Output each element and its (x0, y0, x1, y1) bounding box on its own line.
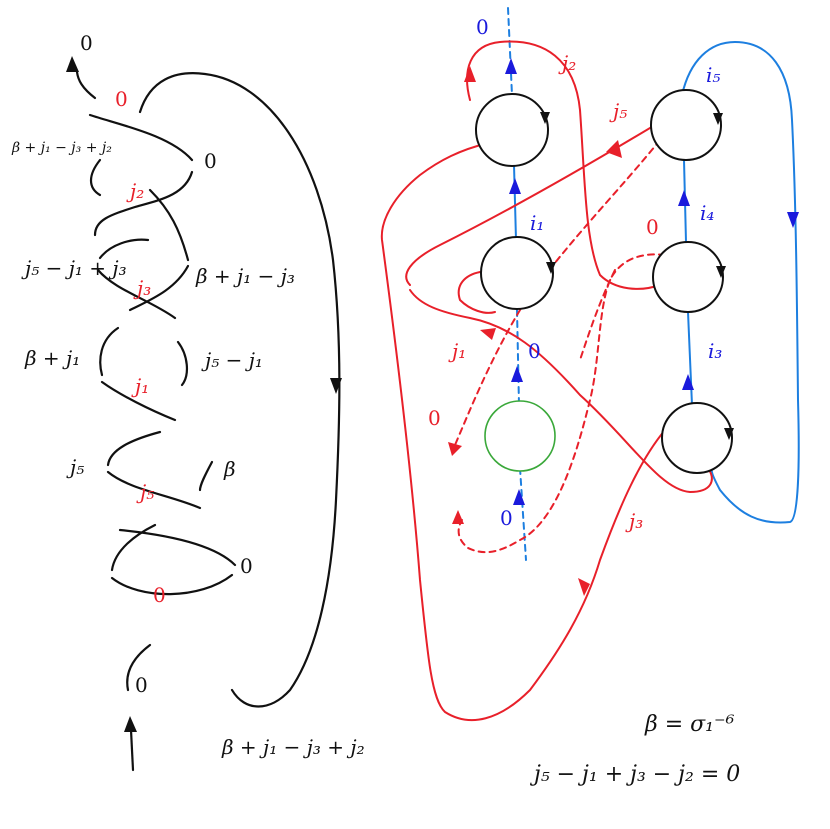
constraint-equation: j₅ − j₁ + j₃ − j₂ = 0 (529, 762, 740, 787)
left-red-bottom-zero: 0 (153, 583, 166, 607)
left-red-j5: j₅ (136, 480, 154, 504)
left-zigzag-1 (88, 113, 194, 162)
right-red-zero-left: 0 (428, 406, 441, 430)
red-zero-dashed (457, 253, 666, 554)
circle-bottom-right (661, 402, 734, 474)
right-circles (475, 89, 734, 474)
blue-arrow-mid (511, 366, 523, 382)
left-red-top-zero: 0 (115, 87, 128, 111)
left-right-label-4: β (223, 457, 236, 481)
red-arrow-j2 (464, 66, 476, 82)
circle-mid-right (652, 241, 726, 313)
circle-mid-left (480, 236, 556, 310)
left-red-j3: j₃ (133, 276, 151, 300)
left-zigzag-3 (89, 158, 102, 197)
red-arrow-j5 (606, 140, 622, 158)
left-bottom-strand (126, 643, 152, 692)
left-zigzag-11 (106, 430, 162, 467)
left-right-label-2: β + j₁ − j₃ (195, 264, 295, 288)
red-left-outer (380, 142, 666, 722)
right-red-j2: j₂ (558, 51, 576, 75)
left-outer-arc (138, 72, 341, 708)
left-zigzag-2 (93, 170, 194, 237)
left-label-2: j₅ − j₁ + j₃ (21, 256, 127, 280)
blue-arrow-i4 (678, 190, 690, 206)
red-zero-dashed-2 (579, 269, 616, 361)
blue-arrow-bottom (513, 489, 525, 505)
left-right-zero-1: 0 (204, 149, 217, 173)
left-bottom-zero: 0 (135, 673, 148, 697)
left-outer-arc-arrow (330, 378, 342, 394)
blue-arrow-outer (787, 212, 799, 228)
right-blue-i3: i₃ (708, 339, 722, 363)
left-labels: 0 0 β + j₁ − j₃ + j₂ 0 j₂ j₅ − j₁ + j₃ j… (11, 31, 365, 759)
right-red-zero-mid: 0 (646, 215, 659, 239)
left-zigzag-10 (100, 380, 177, 422)
blue-outer-loop (681, 40, 800, 524)
right-red-j3: j₃ (625, 509, 643, 533)
blue-arrow-i1 (509, 178, 521, 194)
left-zigzag-6 (128, 264, 190, 312)
left-red-j1: j₁ (131, 374, 149, 398)
red-j5-strand (405, 124, 656, 286)
left-zigzag-5 (98, 238, 150, 260)
right-blue-i1: i₁ (530, 211, 544, 235)
left-zigzag-15 (110, 573, 234, 596)
left-zigzag-8 (99, 326, 120, 377)
left-bottom-input (129, 728, 135, 772)
left-zigzag-16 (118, 528, 237, 567)
blue-mid-dashed (516, 309, 520, 406)
left-label-1: β + j₁ − j₃ + j₂ (11, 140, 112, 156)
blue-top-dashed (507, 7, 513, 96)
red-j2-loop (466, 40, 661, 290)
left-zigzag-14 (110, 523, 157, 572)
left-top-strand (75, 70, 97, 100)
red-inner-loop (457, 271, 496, 314)
left-right-label-3: j₅ − j₁ (201, 348, 263, 372)
blue-bottom-dashed (519, 467, 527, 561)
right-labels: 0 j₂ i₅ j₅ i₁ i₄ 0 j₁ 0 i₃ 0 0 j₃ (428, 15, 722, 533)
left-zigzag-9 (176, 340, 188, 387)
equations: β = σ₁⁻⁶ j₅ − j₁ + j₃ − j₂ = 0 (529, 712, 740, 787)
left-top-zero: 0 (80, 31, 93, 55)
blue-arrow-top (505, 58, 517, 74)
circle-top-right (650, 89, 723, 161)
red-j1-strand (409, 289, 713, 494)
left-strand-diagram (66, 56, 342, 772)
red-arrow-j1 (480, 328, 496, 340)
circle-green (484, 400, 556, 472)
blue-i1-line (513, 164, 517, 241)
red-arrow-j3 (578, 578, 590, 596)
left-red-j2: j₂ (126, 179, 144, 203)
left-bottom-caption: β + j₁ − j₃ + j₂ (221, 735, 365, 759)
right-blue-i5: i₅ (706, 63, 720, 87)
left-label-4: j₅ (66, 455, 84, 479)
right-blue-top-zero: 0 (476, 15, 489, 39)
blue-i3-line (687, 311, 693, 406)
red-arrow-bottom-left (452, 510, 464, 524)
left-zigzag-12 (106, 470, 202, 510)
right-blue-zero-bottom: 0 (500, 506, 513, 530)
beta-definition: β = σ₁⁻⁶ (644, 712, 735, 737)
left-top-arrow (66, 56, 79, 72)
right-red-j5: j₅ (609, 99, 627, 123)
red-arrows (448, 66, 622, 596)
left-zigzag-13 (198, 460, 214, 492)
left-zigzag-4 (148, 188, 190, 262)
left-right-zero-5: 0 (240, 554, 253, 578)
left-label-3: β + j₁ (24, 346, 80, 370)
red-arrow-zero-left (448, 442, 462, 456)
right-blue-zero-mid: 0 (528, 339, 541, 363)
left-bottom-arrow (124, 716, 137, 732)
circle-top-left (475, 93, 550, 167)
right-blue-i4: i₄ (700, 201, 714, 225)
blue-arrows (505, 58, 799, 505)
blue-arrow-i3 (682, 374, 694, 390)
right-red-j1: j₁ (448, 339, 466, 363)
left-zigzag-7 (96, 268, 177, 320)
